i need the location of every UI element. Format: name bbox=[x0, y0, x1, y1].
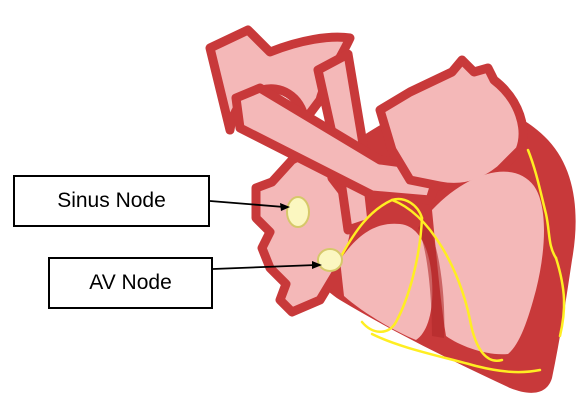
av-node-label: AV Node bbox=[48, 257, 213, 309]
left-atrium bbox=[380, 60, 523, 187]
sinus-node-label: Sinus Node bbox=[13, 175, 210, 227]
av-node bbox=[318, 249, 342, 271]
av-node-label-text: AV Node bbox=[89, 271, 172, 295]
sinus-node-label-text: Sinus Node bbox=[57, 189, 166, 213]
sinus-node bbox=[287, 197, 309, 227]
